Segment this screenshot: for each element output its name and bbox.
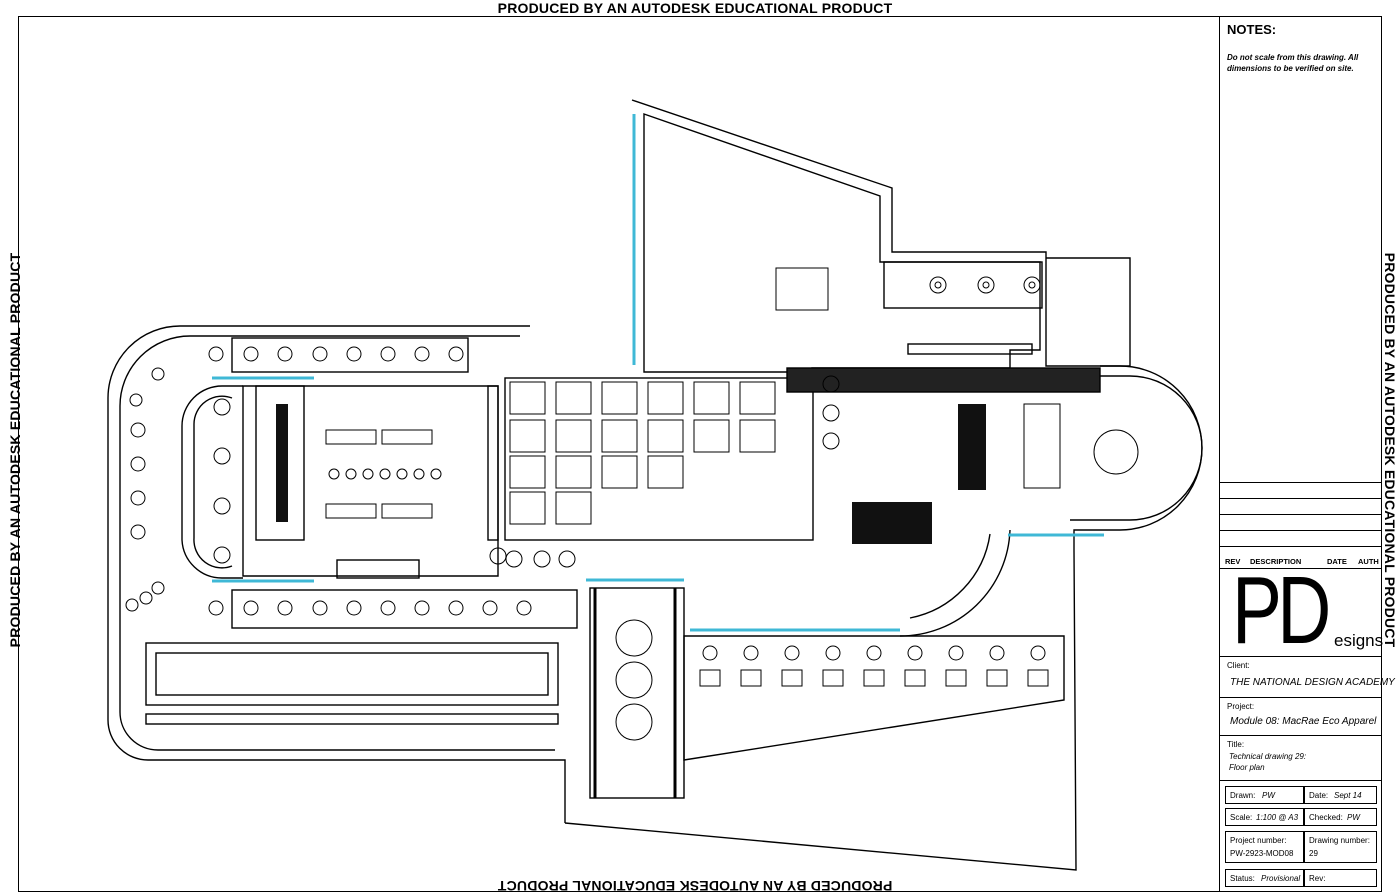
display-tables	[325, 267, 829, 519]
drawn-value: PW	[1262, 791, 1275, 800]
scale-label: Scale:	[1230, 813, 1253, 822]
date-label: Date:	[1309, 791, 1329, 800]
client-label: Client:	[1227, 661, 1250, 670]
top-right-fitting-rooms	[883, 261, 1043, 309]
glazing-lines	[212, 114, 1104, 632]
drawing-frame	[18, 16, 1382, 892]
bottom-left-fitting-row	[231, 589, 578, 629]
project-label: Project:	[1227, 702, 1255, 711]
seat-row-lower-right	[699, 669, 1049, 687]
lower-right-wall	[683, 635, 1065, 761]
drawn-label: Drawn:	[1230, 791, 1256, 800]
title-line-1: Technical drawing 29:	[1229, 752, 1307, 761]
counter-left	[255, 385, 305, 541]
status-rev-row	[1225, 869, 1377, 887]
central-display-grid	[504, 377, 814, 541]
logo-pd: PD	[1232, 557, 1331, 664]
rev-label: Rev:	[1309, 874, 1326, 883]
date-column-header: DATE	[1327, 557, 1347, 566]
project-value: Module 08: MacRae Eco Apparel	[1230, 716, 1377, 727]
clothing-racks	[276, 403, 1061, 544]
date-value: Sept 14	[1334, 791, 1362, 800]
title-block	[1219, 16, 1382, 892]
counter-right	[487, 385, 499, 541]
checked-value: PW	[1347, 813, 1360, 822]
client-value: THE NATIONAL DESIGN ACADEMY	[1230, 677, 1395, 688]
rev-column-header: REV	[1225, 557, 1241, 566]
left-wing-inner-wall	[119, 335, 555, 751]
drawn-date-row	[1225, 786, 1377, 804]
checked-label: Checked:	[1309, 813, 1343, 822]
circle-row-lower-right	[702, 645, 1046, 661]
auth-column-header: AUTH	[1358, 557, 1379, 566]
logo-esigns: esigns	[1334, 631, 1384, 650]
left-hall-curve	[181, 385, 243, 579]
top-wing-outer-wall	[631, 99, 1131, 367]
left-hall-wall	[242, 385, 499, 577]
watermark-top: PRODUCED BY AN AUTODESK EDUCATIONAL PROD…	[497, 0, 893, 16]
circle-column-left	[125, 367, 165, 612]
top-wing-inner-wall	[643, 113, 1041, 373]
description-column-header: DESCRIPTION	[1250, 557, 1302, 566]
corridor	[589, 587, 685, 799]
status-label: Status:	[1230, 874, 1255, 883]
status-value: Provisional	[1261, 874, 1301, 883]
entrance-mat	[786, 367, 1101, 393]
corridor-planters	[615, 619, 653, 741]
circle-row-top-left	[208, 346, 464, 362]
notes-text: Do not scale from this drawing. All dime…	[1227, 53, 1359, 73]
top-left-fitting-row	[231, 337, 469, 373]
circle-row-bottom-left	[208, 600, 532, 616]
project-number-label: Project number:	[1230, 836, 1287, 845]
scale-checked-row	[1225, 808, 1377, 826]
title-label: Title:	[1227, 740, 1245, 749]
right-lobe-wall	[564, 365, 1203, 871]
scale-value: 1:100 @ A3	[1256, 813, 1299, 822]
notes-heading: NOTES:	[1227, 22, 1277, 37]
title-line-2: Floor plan	[1229, 763, 1265, 772]
project-number-value: PW-2923-MOD08	[1230, 849, 1294, 858]
central-grid-cells	[509, 381, 776, 525]
mannequin-display-platform	[145, 642, 559, 706]
fitting-room-circles	[213, 276, 1041, 568]
drawing-number-label: Drawing number:	[1309, 836, 1370, 845]
drawing-number-value: 29	[1309, 849, 1318, 858]
circular-display-right	[1093, 429, 1139, 475]
left-wing-outer-wall	[107, 325, 566, 823]
project-number-row	[1225, 831, 1377, 863]
